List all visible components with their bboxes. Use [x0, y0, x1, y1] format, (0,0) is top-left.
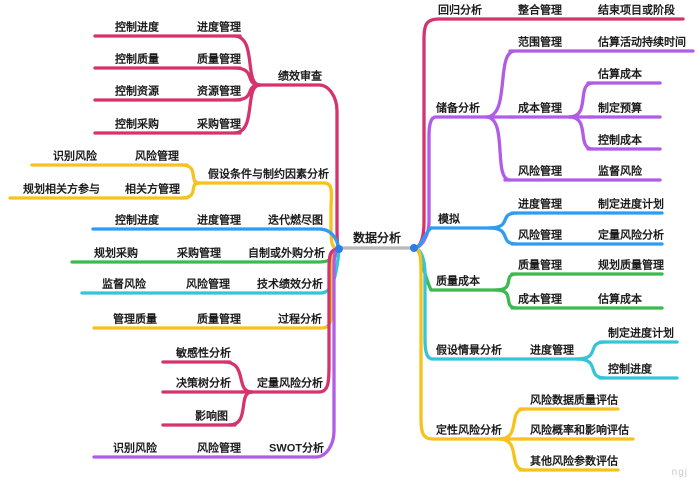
- node-label: 控制采购: [115, 117, 159, 131]
- node-label: 敏感性分析: [175, 346, 231, 360]
- connector-line: [494, 272, 519, 292]
- node-label: 定性风险分析: [436, 423, 502, 437]
- node-label: 假设情景分析: [436, 343, 502, 357]
- node-label: 进度管理: [197, 213, 241, 227]
- connector-line: [567, 81, 595, 119]
- node-label: 采购管理: [196, 117, 241, 131]
- node-label: 绩效审查: [278, 69, 322, 83]
- node-label: 回归分析: [438, 3, 482, 17]
- node-label: 决策树分析: [176, 376, 231, 390]
- hub-dot: [410, 244, 418, 252]
- connector-line: [179, 163, 202, 185]
- node-label: 风险数据质量评估: [530, 393, 618, 407]
- node-label: 估算成本: [597, 292, 642, 306]
- connector-line: [227, 390, 254, 427]
- branch-qualitative-risk-analysis: [412, 246, 507, 441]
- connector-line: [487, 211, 519, 230]
- node-label: 迭代燃尽图: [268, 213, 323, 227]
- node-label: 风险管理: [518, 228, 562, 242]
- branch-quantitative-risk-analysis: [245, 247, 341, 394]
- connector-line: [487, 226, 519, 246]
- node-label: 进度管理: [530, 343, 574, 357]
- center-label: 数据分析: [353, 230, 401, 245]
- node-label: 风险管理: [518, 164, 562, 178]
- node-label: 影响图: [195, 409, 228, 423]
- node-label: 质量管理: [197, 52, 241, 66]
- node-label: 资源管理: [197, 84, 241, 98]
- node-label: 制定进度计划: [598, 197, 664, 211]
- node-label: 控制进度: [115, 20, 160, 34]
- connector-line: [497, 437, 527, 472]
- watermark: ngj: [668, 467, 691, 478]
- node-label: 模拟: [438, 212, 460, 226]
- node-label: 规划采购: [94, 246, 138, 260]
- connector-line: [497, 407, 527, 441]
- node-label: SWOT分析: [269, 441, 324, 455]
- node-label: 制定进度计划: [608, 326, 674, 340]
- connector-line: [484, 115, 512, 182]
- node-label: 相关方管理: [125, 182, 180, 196]
- node-label: 控制成本: [598, 133, 642, 147]
- connector-line: [575, 340, 607, 361]
- node-label: 储备分析: [436, 101, 480, 115]
- node-label: 控制资源: [115, 84, 159, 98]
- node-label: 成本管理: [518, 292, 562, 306]
- hub-dot: [335, 245, 343, 253]
- node-label: 风险概率和影响评估: [530, 423, 629, 437]
- node-label: 假设条件与制约因素分析: [208, 167, 329, 181]
- node-label: 进度管理: [518, 197, 562, 211]
- branch-assumption-constraint-analysis: [193, 181, 341, 251]
- node-label: 风险管理: [197, 441, 241, 455]
- node-label: 结束项目或阶段: [597, 3, 675, 17]
- node-label: 质量成本: [436, 274, 480, 288]
- branch-iteration-burndown: [91, 227, 341, 251]
- node-label: 制定预算: [598, 101, 642, 115]
- node-label: 识别风险: [53, 149, 98, 163]
- node-label: 其他风险参数评估: [530, 454, 618, 468]
- node-label: 范围管理: [518, 35, 562, 49]
- node-label: 监督风险: [102, 277, 147, 291]
- connector-line: [494, 288, 519, 310]
- connector-line: [575, 357, 607, 380]
- node-label: 质量管理: [197, 312, 241, 326]
- node-label: 定量风险分析: [257, 376, 323, 390]
- node-label: 整合管理: [517, 3, 562, 17]
- node-label: 采购管理: [176, 246, 221, 260]
- node-label: 自制或外购分析: [248, 246, 325, 260]
- node-label: 进度管理: [197, 20, 241, 34]
- node-label: 控制进度: [115, 213, 160, 227]
- node-label: 估算活动持续时间: [597, 35, 686, 49]
- connector-line: [567, 115, 595, 151]
- node-label: 风险管理: [135, 149, 179, 163]
- node-label: 风险管理: [186, 277, 230, 291]
- node-label: 规划相关方参与: [23, 182, 100, 196]
- node-label: 估算成本: [597, 67, 642, 81]
- node-label: 成本管理: [518, 101, 562, 115]
- node-label: 管理质量: [113, 312, 157, 326]
- node-label: 控制进度: [608, 362, 653, 376]
- node-label: 规划质量管理: [598, 258, 664, 272]
- connector-line: [232, 83, 262, 135]
- node-label: 定量风险分析: [598, 228, 664, 242]
- node-label: 质量管理: [518, 258, 562, 272]
- connector-line: [484, 49, 517, 119]
- node-label: 识别风险: [113, 441, 158, 455]
- node-label: 控制质量: [115, 52, 159, 66]
- node-label: 过程分析: [278, 312, 322, 326]
- node-label: 技术绩效分析: [257, 277, 323, 291]
- connector-line: [179, 181, 202, 200]
- node-label: 监督风险: [598, 164, 643, 178]
